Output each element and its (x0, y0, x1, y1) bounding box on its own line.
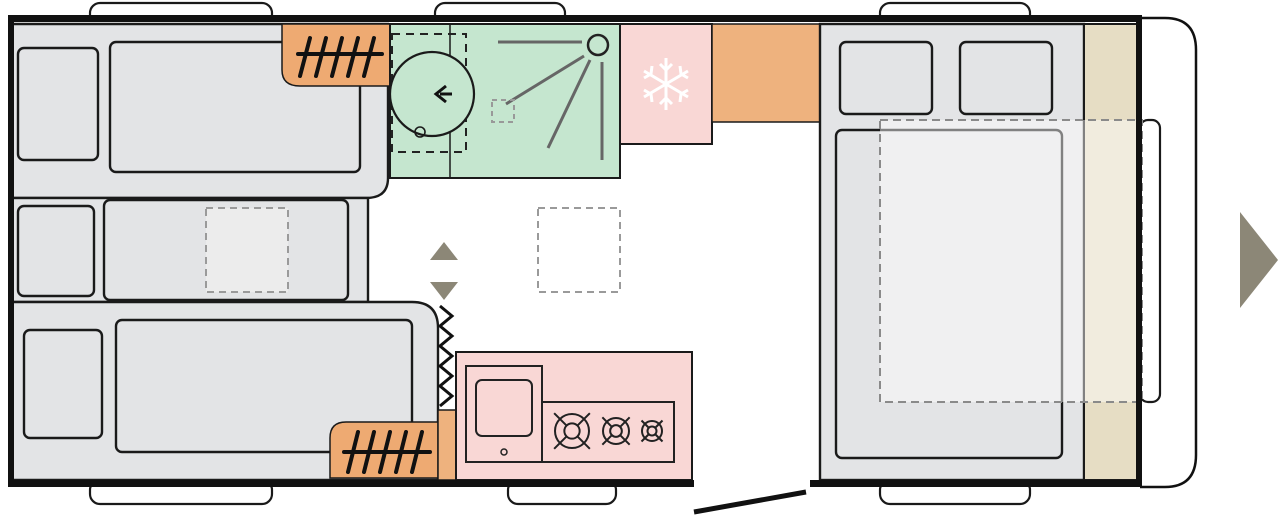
middle-backrest (16, 204, 96, 298)
heater-grille-icon (342, 430, 432, 474)
travel-direction-arrow-icon (1240, 212, 1278, 308)
nose-panel (1083, 23, 1139, 481)
washroom (388, 23, 621, 179)
lower-bench-seat (114, 318, 414, 454)
front-bed (818, 22, 1143, 482)
gas-burner-icon (553, 412, 664, 450)
outer-walls (8, 15, 1142, 487)
wardrobe (711, 23, 821, 123)
skylight-bed (879, 119, 1143, 403)
hob-unit (541, 401, 675, 463)
shower-icon (491, 33, 610, 160)
skylight-dinette (205, 207, 289, 293)
gas-burner (553, 412, 591, 450)
mattress (834, 128, 1064, 460)
sink-icon (475, 379, 533, 456)
snowflake-icon (643, 58, 689, 110)
heater-top (281, 23, 391, 87)
rear-seating (8, 22, 440, 482)
entrance-door[interactable] (693, 489, 807, 515)
front-nose (1140, 16, 1198, 489)
toilet-icon (388, 50, 476, 138)
folding-door-zigzag (437, 304, 455, 408)
fridge (619, 23, 713, 145)
kitchen (437, 351, 693, 481)
gas-burner (640, 419, 664, 443)
heater-grille-icon (296, 36, 384, 78)
skylight-center (537, 207, 621, 293)
pillow-right (958, 40, 1054, 116)
pillow-left (838, 40, 934, 116)
up-down-arrow-icon (430, 242, 458, 300)
kitchen-counter-edge (437, 409, 457, 481)
gas-burner (601, 416, 631, 446)
upper-bench-backrest (16, 46, 100, 162)
lower-bench-backrest (22, 328, 104, 440)
heater-bottom (329, 421, 439, 479)
